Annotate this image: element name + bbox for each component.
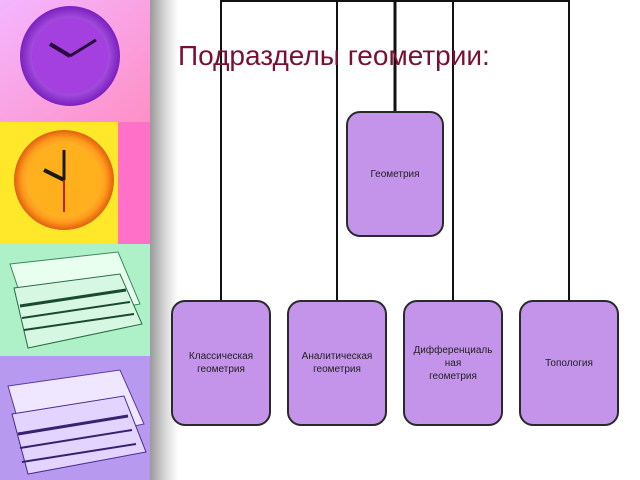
node-differential-geometry: Дифференциаль ная геометрия [403, 300, 503, 426]
node-classical-geometry: Классическая геометрия [171, 300, 271, 426]
orange-clock-image [0, 122, 150, 244]
node-topology: Топология [519, 300, 619, 426]
root-node-geometry: Геометрия [346, 111, 444, 237]
slide-title: Подразделы геометрии: [178, 40, 490, 71]
node-analytic-geometry: Аналитическая геометрия [287, 300, 387, 426]
purple-clock-image [0, 0, 150, 122]
decorative-sidebar [0, 0, 150, 480]
purple-papers-image [0, 356, 150, 480]
green-papers-image [0, 244, 150, 356]
